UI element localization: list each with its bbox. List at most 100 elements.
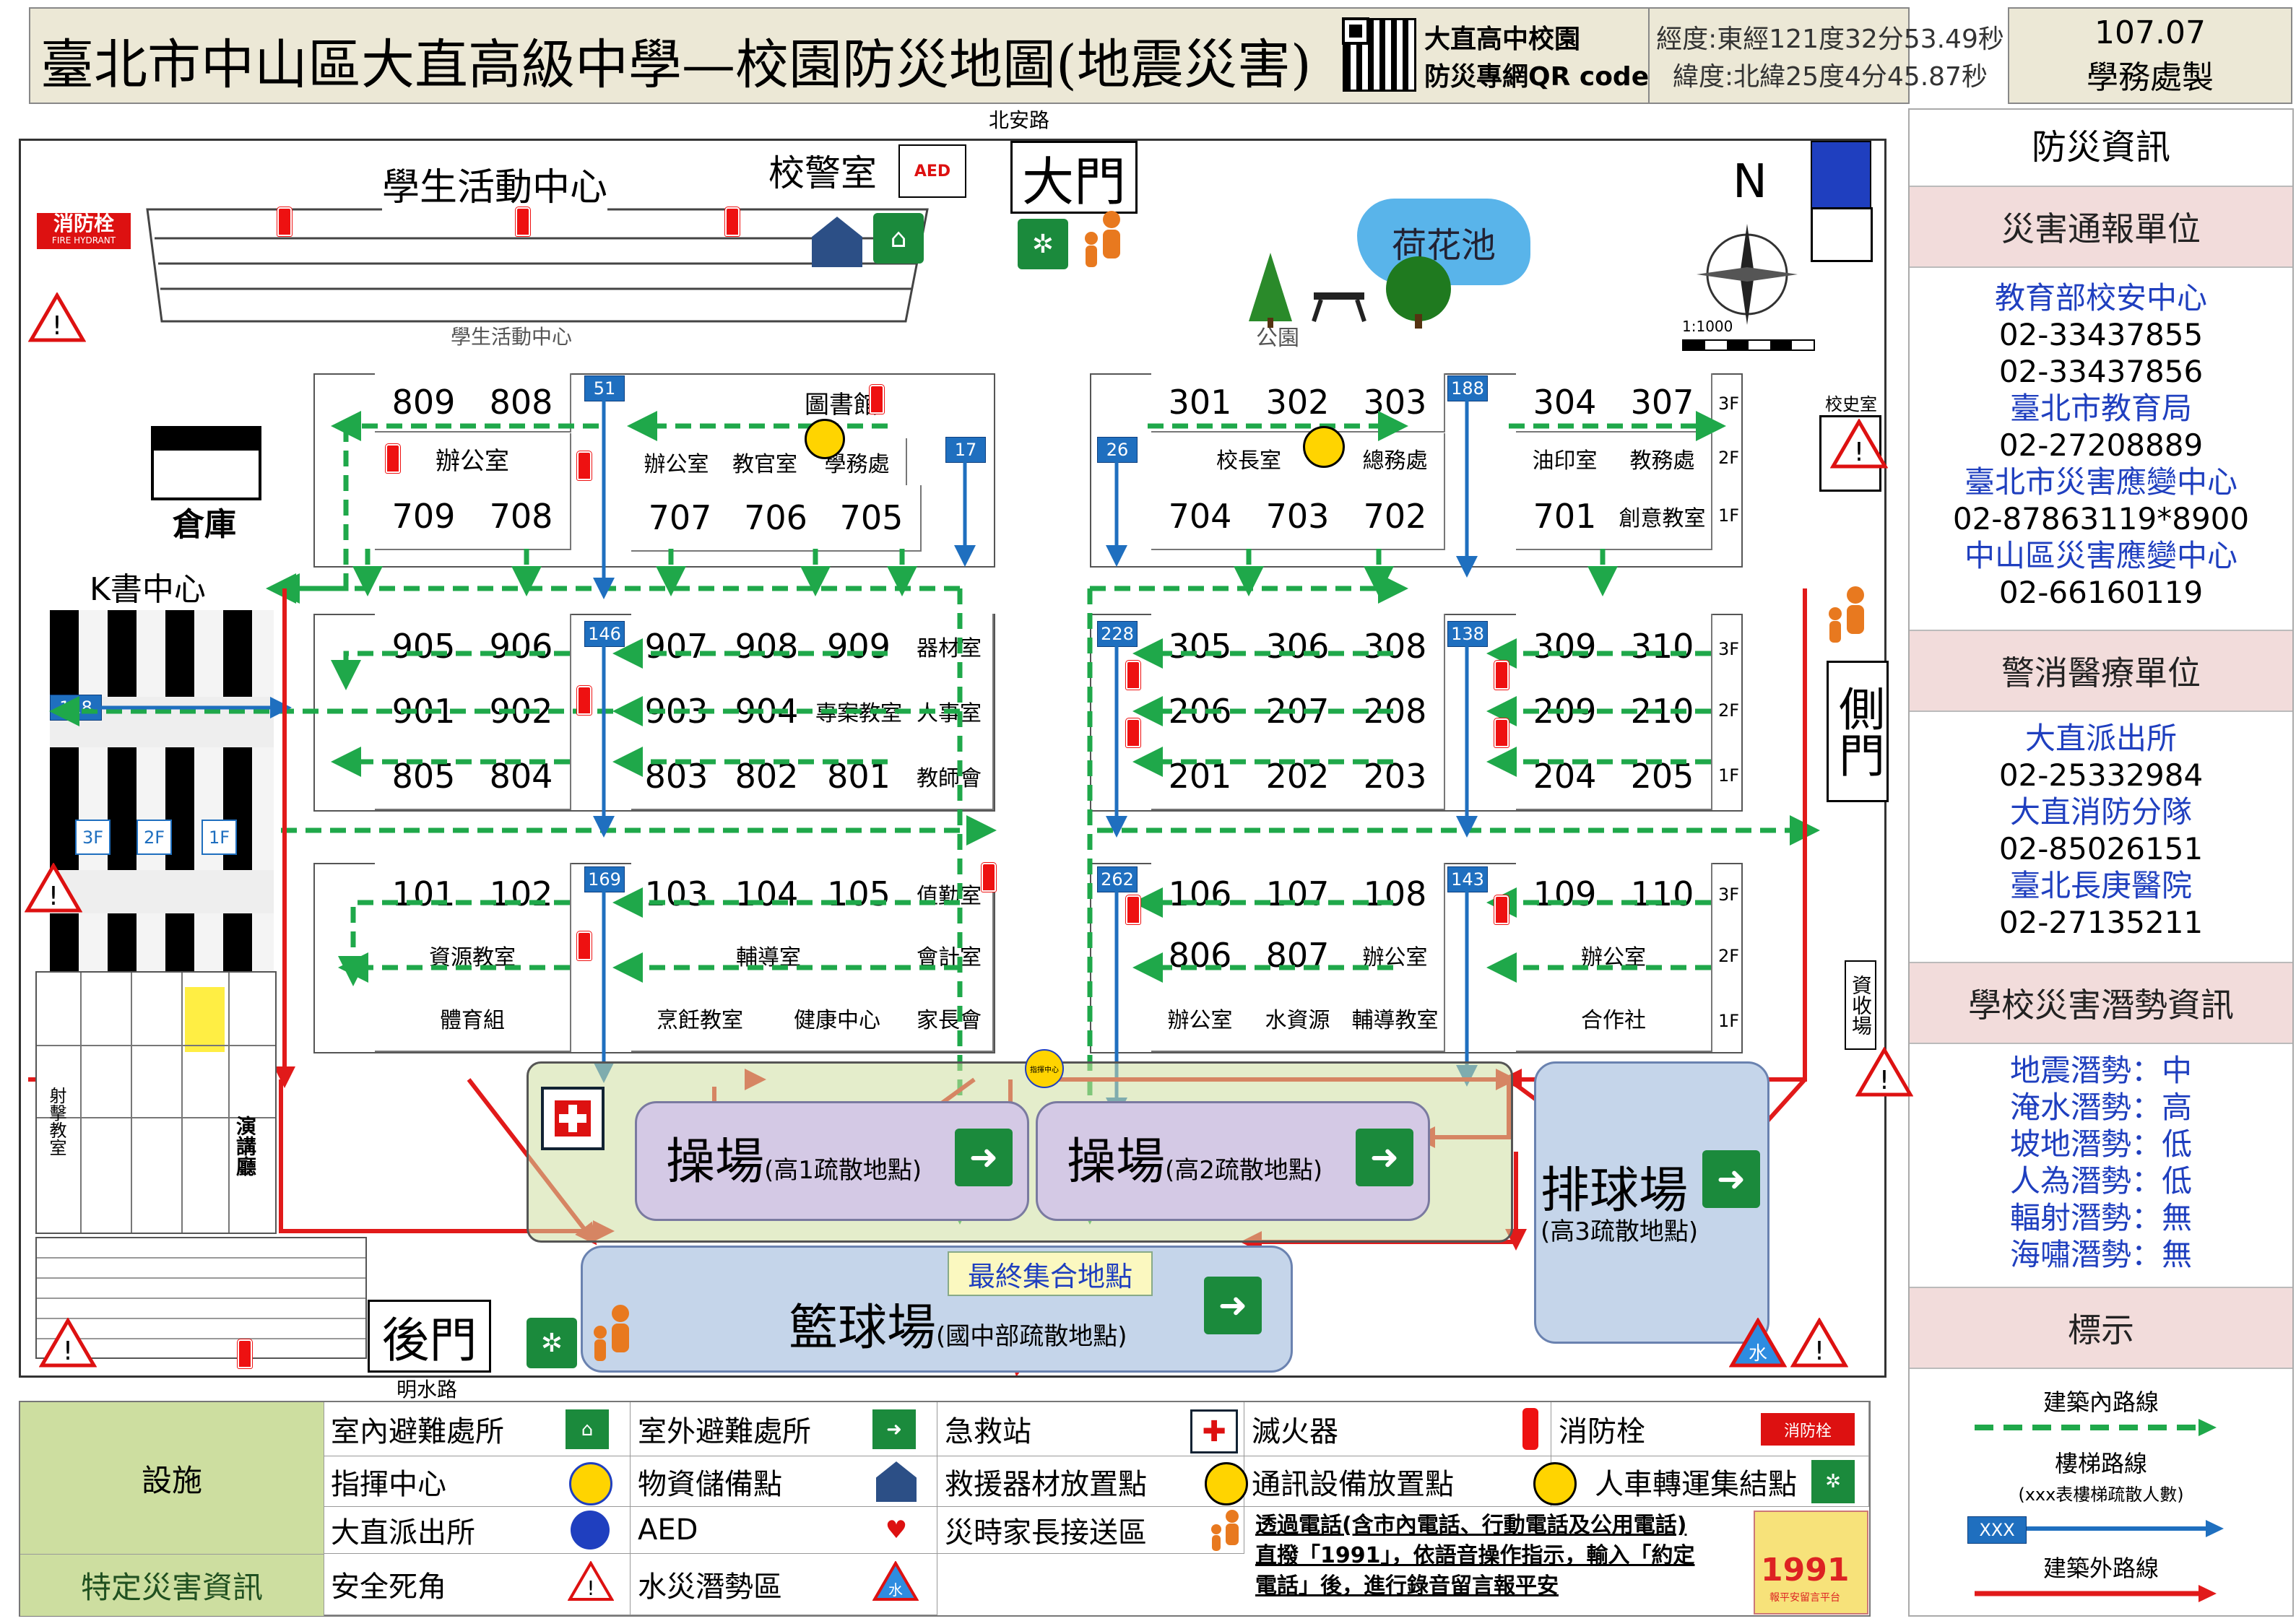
room-204: 204 [1516, 744, 1615, 810]
floor-2f-a: 2F [1718, 448, 1740, 468]
report-unit-line: 02-33437856 [1998, 354, 2204, 389]
extinguisher-icon [1494, 718, 1509, 748]
stair-228: 228 [1097, 621, 1138, 647]
room-704: 704 [1151, 484, 1250, 550]
police-unit-line: 臺北長庚醫院 [2009, 868, 2192, 903]
qr-label-2: 防災專網QR code [1424, 62, 1650, 92]
room-resource: 資源教室 [375, 924, 571, 987]
field-high1-sub: (高1疏散地點) [764, 1156, 922, 1185]
room-creative: 創意教室 [1613, 484, 1712, 550]
room-804: 804 [472, 744, 571, 810]
legend-transfer-label: 人車轉運集結點 [1595, 1467, 1797, 1501]
transfer-point-icon: ✲ [1811, 1460, 1855, 1503]
building-icon-ne [1811, 207, 1873, 262]
legend-parent-pickup: 災時家長接送區 [937, 1507, 1244, 1554]
svg-text:!: ! [48, 882, 59, 911]
hydrant-sign-en: FIRE HYDRANT [51, 235, 116, 245]
aed-icon: ♥ [885, 1516, 908, 1544]
stair-26: 26 [1097, 437, 1138, 463]
sw-label-shooting: 射擊教室 [46, 1087, 66, 1156]
room-304: 304 [1516, 373, 1615, 433]
extinguisher-icon [724, 207, 740, 237]
room-counsel-class: 輔導教室 [1346, 986, 1445, 1052]
back-gate: 後門 [368, 1300, 491, 1373]
outdoor-shelter-icon: ➜ [872, 1409, 916, 1449]
aed-icon: AED [898, 144, 966, 198]
floor-tag-1f: 1F [202, 820, 237, 855]
warning-icon: ! [28, 292, 86, 342]
parent-pickup-icon [1085, 211, 1120, 267]
room-108: 108 [1346, 863, 1445, 926]
extinguisher-icon [1125, 660, 1141, 690]
police-badge-icon [571, 1511, 610, 1550]
legend-special-label: 特定災害資訊 [80, 1570, 263, 1605]
risk-line: 地震潛勢：中 [2009, 1053, 2192, 1088]
phone-note-line-1: 透過電話(含市內電話、行動電話及公用電話) [1255, 1513, 1687, 1538]
rescue-gear-icon [1205, 1462, 1248, 1505]
risk-line: 人為潛勢：低 [2009, 1163, 2192, 1199]
field-high1-label: 操場 [666, 1134, 765, 1191]
floor-1f-c: 1F [1718, 1011, 1740, 1031]
room-905: 905 [375, 614, 474, 680]
police-units-header: 警消醫療單位 [1910, 630, 2292, 712]
room-office-e1: 辦公室 [1346, 924, 1445, 987]
report-unit-line: 臺北市教育局 [2009, 391, 2192, 426]
evacuation-icon-4: ➜ [1204, 1277, 1262, 1334]
police-unit-line: 02-85026151 [1998, 831, 2204, 866]
comm-gear-icon [805, 419, 845, 459]
room-707: 707 [631, 485, 730, 552]
k-book-center-label: K書中心 [90, 571, 206, 608]
room-702: 702 [1346, 484, 1445, 550]
room-705: 705 [823, 485, 922, 552]
road-south: 明水路 [397, 1378, 458, 1401]
volleyball-court: 排球場 (高3疏散地點) ➜ [1534, 1061, 1769, 1344]
report-unit-line: 02-87863119*8900 [1952, 501, 2250, 536]
volleyball-label: 排球場 [1541, 1162, 1689, 1220]
header-bar: 臺北市中山區大直高級中學—校園防災地圖(地震災害) 大直高中校園 防災專網QR … [29, 7, 2004, 104]
room-904: 904 [722, 679, 813, 745]
final-assembly-badge: 最終集合地點 [948, 1251, 1153, 1296]
sign-outdoor-line [1975, 1585, 2217, 1602]
transfer-point-icon: ✲ [1018, 219, 1068, 269]
sign-indoor-line [1975, 1419, 2217, 1436]
legend-extinguisher-label: 滅火器 [1252, 1415, 1338, 1448]
phone-note: 透過電話(含市內電話、行動電話及公用電話) 直撥「1991」，依語音操作指示，輸… [1255, 1511, 1754, 1612]
compass-icon [1697, 224, 1798, 325]
legend: 設施 特定災害資訊 室內避難處所 ⌂ 室外避難處所 ➜ 急救站 ✚ 滅火器 消防… [19, 1401, 1871, 1617]
room-709: 709 [375, 484, 474, 550]
room-general-affairs: 總務處 [1346, 433, 1445, 485]
longitude: 經度:東經121度32分53.49秒 [1656, 25, 2004, 54]
qr-code-icon[interactable] [1342, 17, 1416, 92]
room-708: 708 [472, 484, 571, 550]
evacuation-icon-3: ➜ [1702, 1150, 1760, 1208]
student-center-label: 學生活動中心 [382, 157, 608, 211]
legend-extinguisher: 滅火器 [1244, 1402, 1551, 1456]
room-parents: 家長會 [906, 986, 994, 1052]
floor-1f-a: 1F [1718, 505, 1740, 526]
room-106: 106 [1151, 863, 1250, 926]
room-duty: 值勤室 [906, 863, 994, 926]
svg-text:!: ! [1854, 438, 1864, 467]
history-room-label: 校史室 [1825, 394, 1877, 414]
room-107: 107 [1249, 863, 1348, 926]
room-coop: 合作社 [1516, 986, 1712, 1052]
room-cooking: 烹飪教室 [631, 986, 770, 1052]
room-305: 305 [1151, 614, 1250, 680]
first-aid-icon: ✚ [1190, 1409, 1238, 1453]
room-310: 310 [1613, 614, 1712, 680]
badge-1991-sub: 報平安留言平台 [1769, 1592, 1840, 1604]
sign-indoor-label: 建築內路線 [2042, 1389, 2159, 1416]
room-counseling: 輔導室 [631, 924, 907, 987]
stair-143: 143 [1447, 866, 1488, 892]
risk-line: 坡地潛勢：低 [2009, 1126, 2192, 1162]
extinguisher-icon [1522, 1408, 1538, 1450]
phone-note-line-2: 直撥「1991」，依語音操作指示，輸入「約定 [1255, 1543, 1695, 1568]
command-center-icon [569, 1462, 612, 1505]
sign-stair-line [2011, 1520, 2224, 1537]
room-office-e3: 辦公室 [1151, 986, 1250, 1052]
room-103: 103 [631, 863, 723, 926]
recycle-area: 資收場 [1845, 960, 1876, 1050]
risk-line: 淹水潛勢：高 [2009, 1090, 2192, 1125]
